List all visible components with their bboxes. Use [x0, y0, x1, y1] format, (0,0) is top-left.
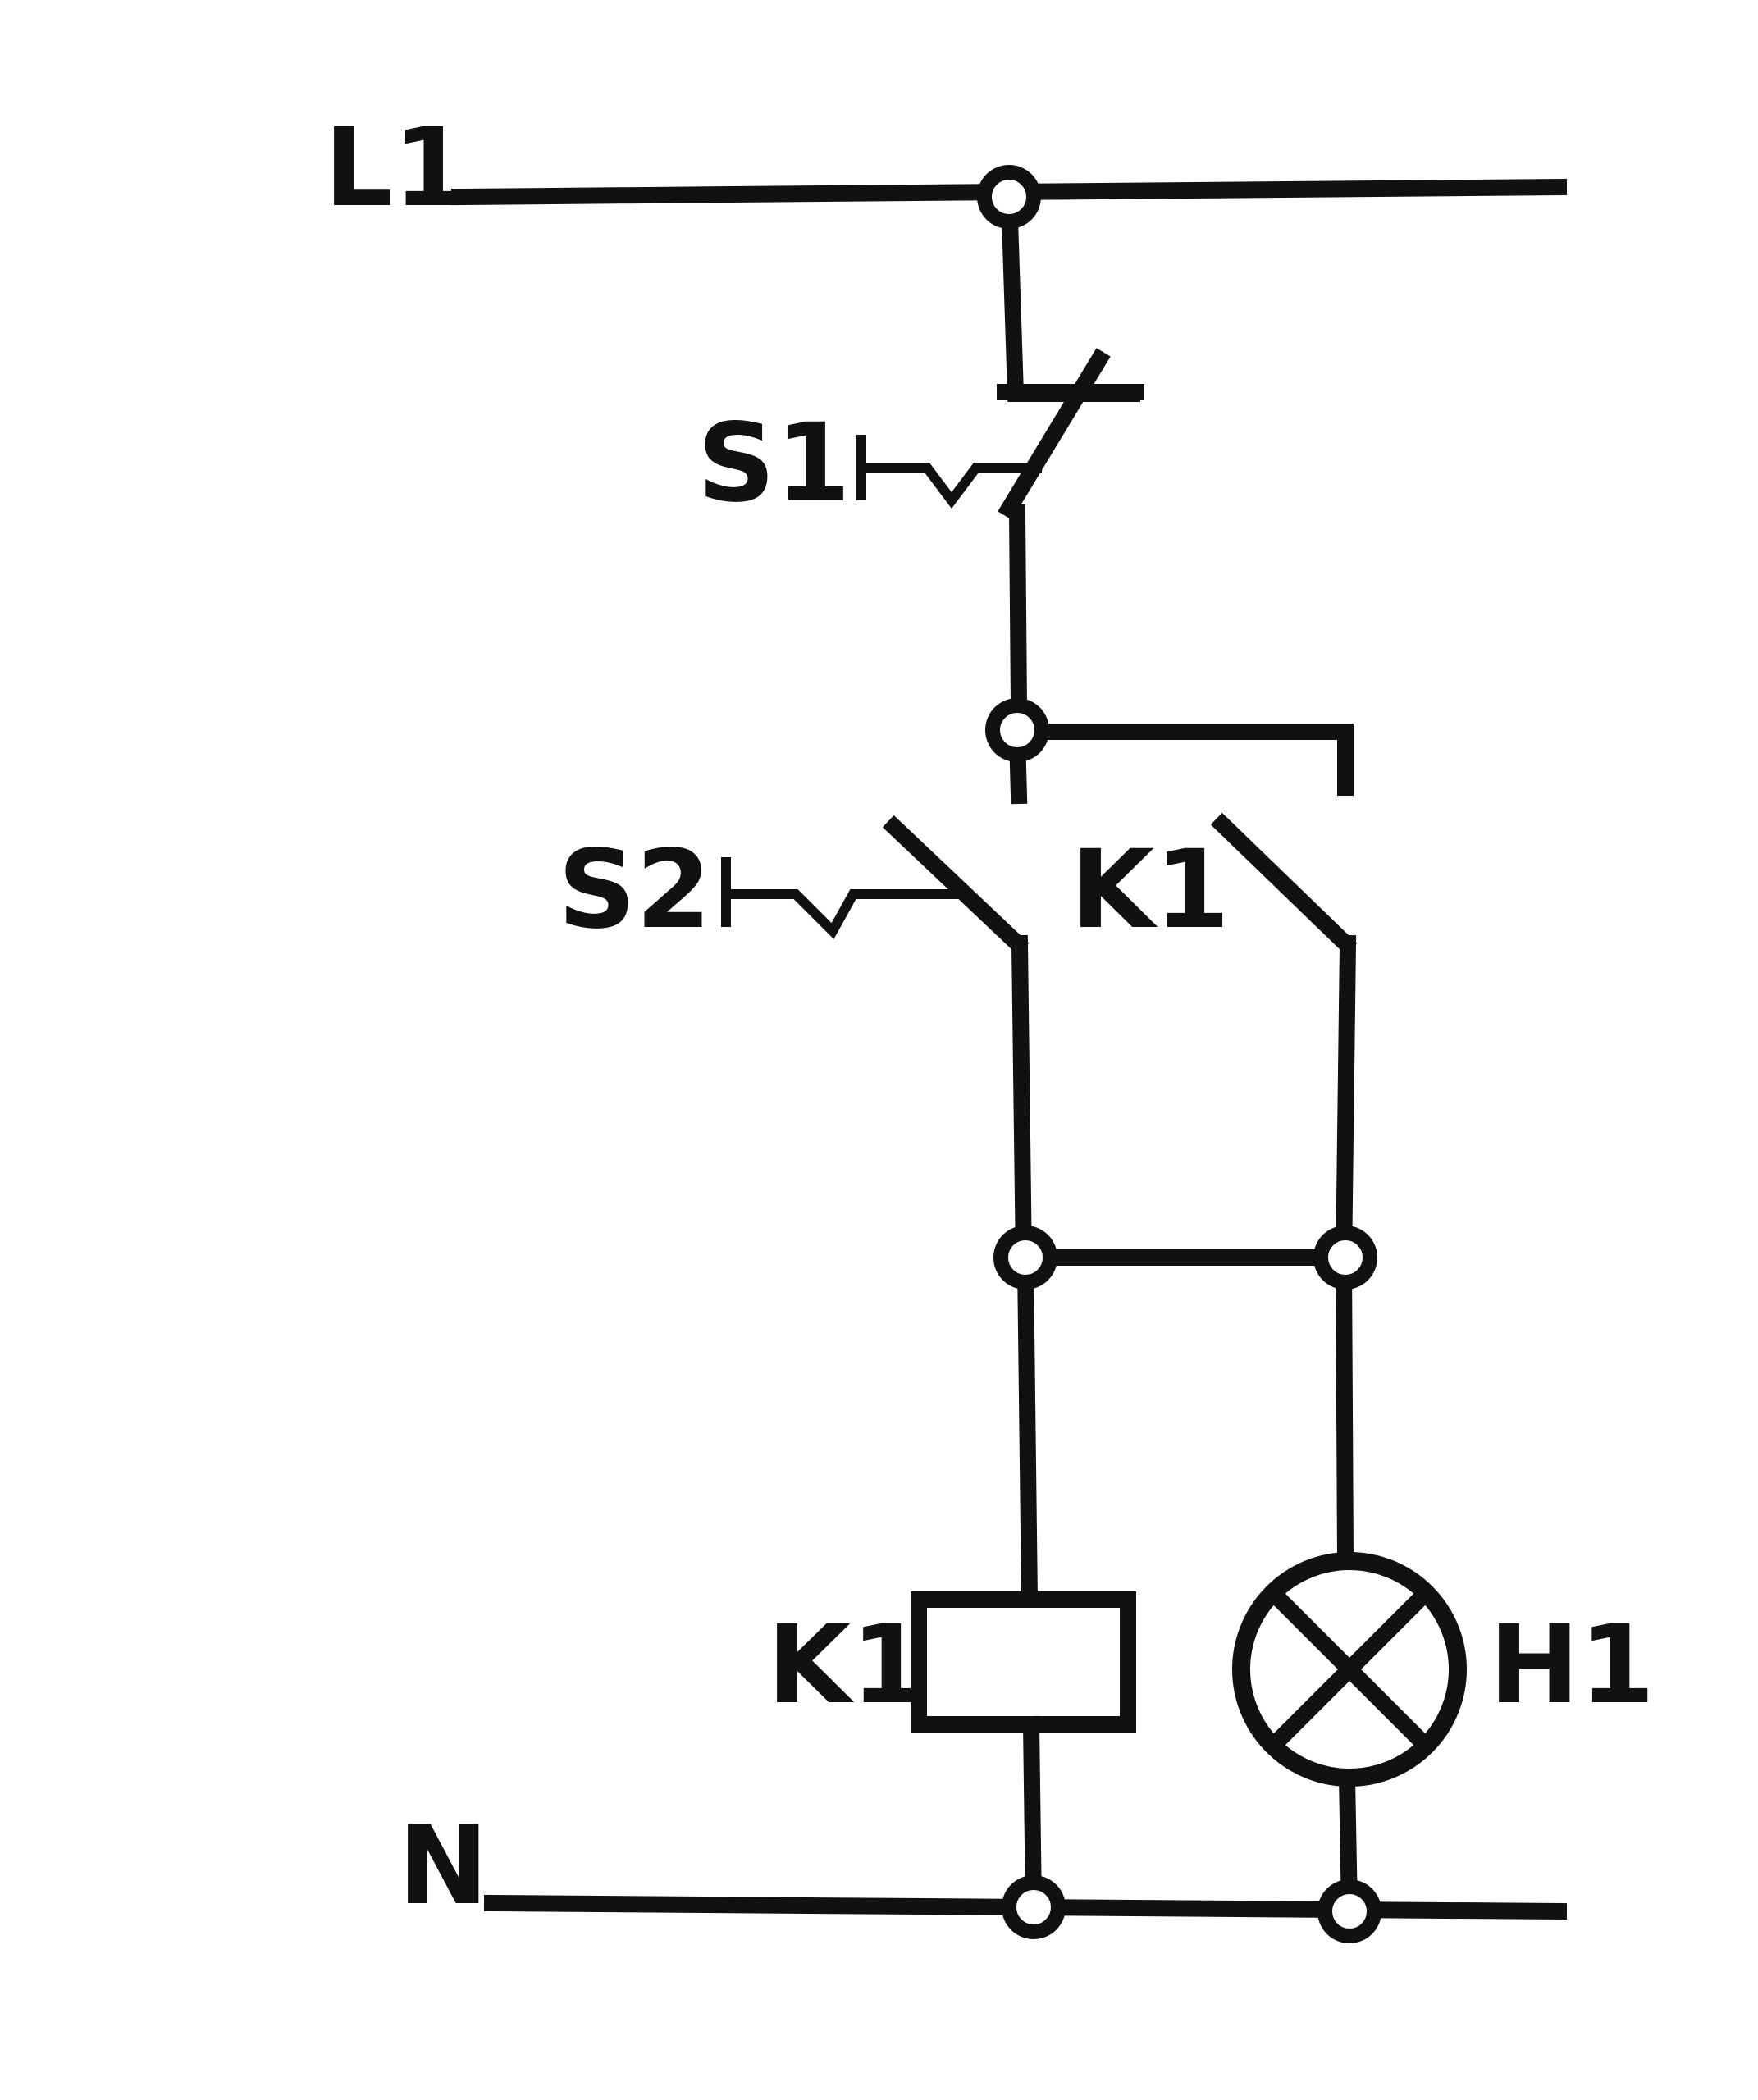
wire-l1-to-s1: [1000, 186, 1140, 402]
s1-actuator: [856, 435, 1042, 509]
label-k1-coil: K1: [767, 1602, 926, 1728]
h1-lamp: [1232, 1552, 1467, 1787]
node-branch-right: [1313, 1226, 1377, 1290]
wire-junction-to-k1: [1025, 724, 1354, 796]
wire-to-coil: [1016, 1254, 1039, 1609]
label-n: N: [398, 1803, 488, 1929]
node-l1-tap: [977, 165, 1041, 229]
wire-to-lamp: [1335, 1254, 1354, 1568]
s2-no-contact: [882, 815, 1033, 1272]
node-branch-left: [993, 1226, 1057, 1290]
s1-nc-contact: [997, 348, 1144, 714]
label-s2: S2: [558, 827, 711, 953]
k1-holding-contact: [1210, 812, 1358, 1272]
s2-actuator: [721, 857, 960, 939]
label-k1-contact: K1: [1071, 827, 1230, 953]
node-after-s1: [985, 698, 1049, 762]
label-l1: L1: [324, 105, 468, 231]
node-n-left: [1002, 1875, 1066, 1939]
label-s1: S1: [697, 400, 851, 527]
node-n-right: [1317, 1879, 1381, 1943]
k1-coil: [911, 1591, 1136, 1732]
label-h1: H1: [1489, 1602, 1655, 1728]
